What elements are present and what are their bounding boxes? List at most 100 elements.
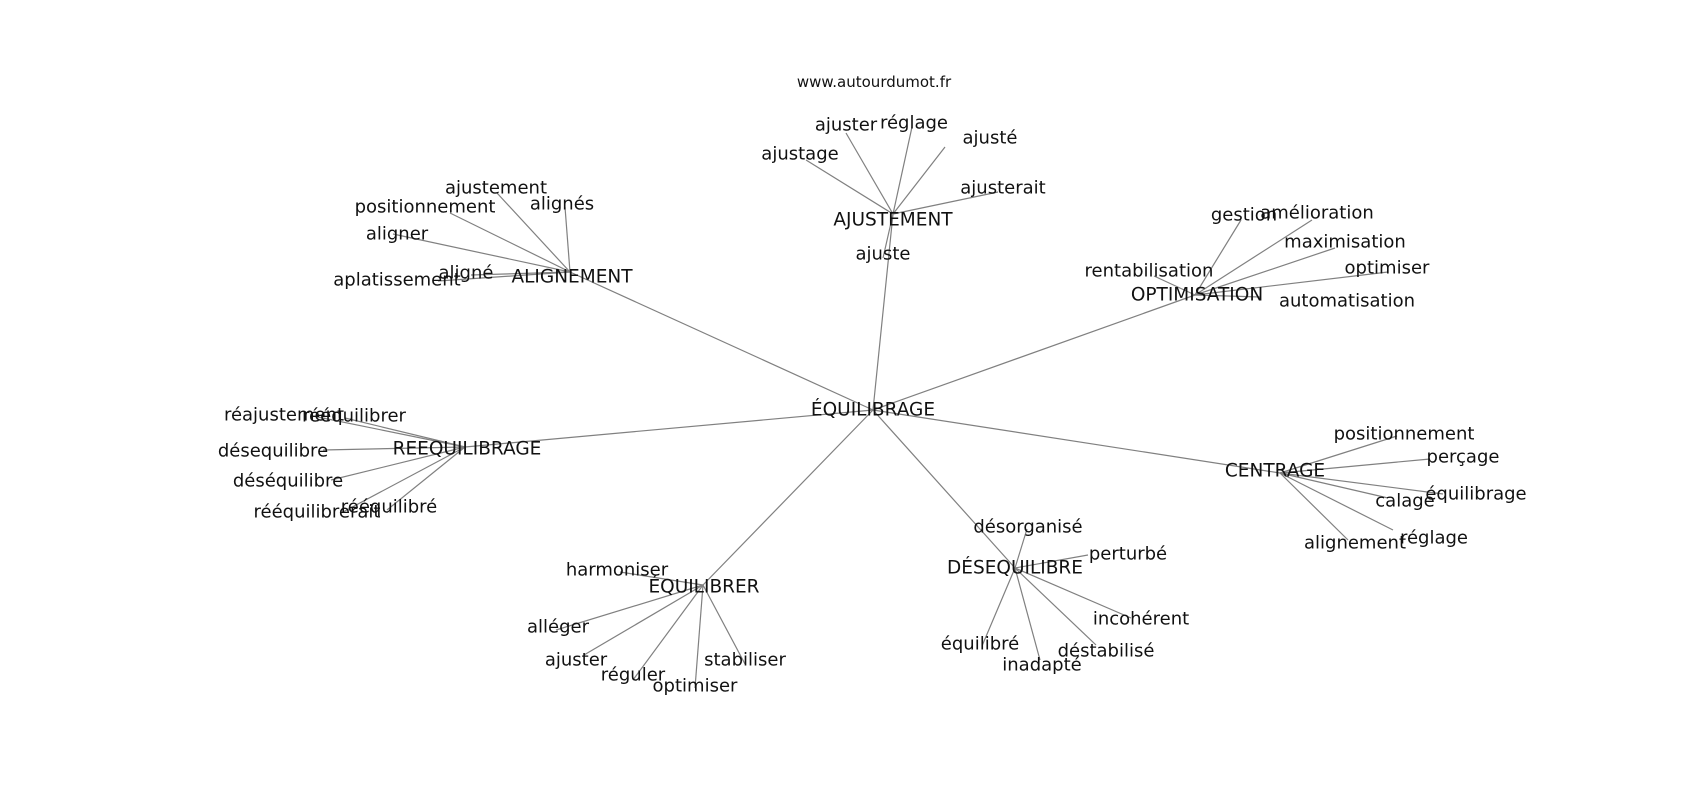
word-edge (619, 571, 704, 586)
word-edge (981, 567, 1016, 647)
word-node: ajuster (545, 650, 608, 671)
word-edge (1194, 247, 1336, 296)
word-edge (1279, 472, 1444, 495)
word-edge (344, 417, 466, 448)
word-node: réguler (601, 665, 666, 686)
word-edge (702, 584, 746, 665)
hub-edge (872, 294, 1196, 411)
word-node: rééquilibré (341, 497, 438, 518)
word-node: inadapté (1002, 655, 1081, 676)
word-node: calage (1375, 491, 1434, 512)
word-edge (1279, 435, 1398, 474)
hub-edge (872, 213, 894, 411)
word-node: déstabilisé (1058, 641, 1155, 662)
word-edge (564, 206, 571, 273)
word-node: rééquilibrer (302, 406, 406, 427)
hub-node: CENTRAGE (1225, 461, 1325, 482)
word-node: aligné (439, 263, 494, 284)
hub-node: REEQUILIBRAGE (393, 439, 542, 460)
word-node: ajustage (761, 144, 838, 165)
word-node: ajusté (963, 128, 1018, 149)
word-edge (1153, 275, 1196, 296)
graph-labels: www.autourdumot.fr ÉQUILIBRAGE ajustage a… (218, 73, 1527, 697)
hub-edge (569, 271, 874, 411)
source-watermark: www.autourdumot.fr (797, 73, 952, 91)
word-node: rééquilibrerait (254, 502, 381, 523)
word-node: maximisation (1284, 232, 1406, 253)
word-edge (437, 271, 571, 282)
word-edge (449, 212, 571, 273)
word-edge (1194, 219, 1313, 296)
word-node: optimiser (653, 676, 738, 697)
hub-node: ALIGNEMENT (511, 267, 633, 288)
word-node: réajustement (224, 405, 344, 426)
word-edge (342, 446, 466, 513)
word-node: alignés (530, 194, 594, 215)
word-edge (892, 146, 946, 215)
word-node: réglage (1400, 528, 1468, 549)
word-edge (312, 415, 466, 448)
word-edge (694, 584, 704, 689)
word-node: rentabilisation (1085, 261, 1214, 282)
word-edge (1014, 567, 1041, 661)
word-node: équilibrage (1425, 484, 1526, 505)
word-edge (496, 192, 571, 273)
word-edge (1014, 528, 1028, 569)
hub-node: AJUSTEMENT (833, 210, 953, 231)
word-edge (1194, 271, 1389, 296)
center-node: ÉQUILIBRAGE (811, 399, 935, 421)
word-node: déséquilibre (233, 471, 343, 492)
word-edge (1194, 294, 1261, 298)
word-edge (1279, 472, 1349, 541)
word-node: perçage (1427, 447, 1500, 468)
word-node: automatisation (1279, 291, 1415, 312)
word-edge (1014, 567, 1132, 619)
hub-node: DÉSEQUILIBRE (947, 557, 1083, 579)
word-node: ajustement (445, 178, 547, 199)
word-node: aplatissement (333, 270, 460, 291)
word-node: gestion (1211, 205, 1277, 226)
word-node: ajuste (856, 244, 911, 265)
word-edge (805, 159, 894, 215)
word-node: stabiliser (704, 650, 786, 671)
word-node: amélioration (1260, 203, 1374, 224)
hub-edge (872, 409, 1016, 569)
hub-edge (872, 409, 1281, 474)
hub-edge (464, 409, 874, 448)
word-edge (1014, 567, 1097, 646)
graph-edges (312, 126, 1444, 689)
hub-node: ÉQUILIBRER (648, 576, 759, 598)
word-edge (322, 446, 466, 451)
word-node: ajuster (815, 115, 878, 136)
word-edge (892, 191, 999, 215)
word-node: désorganisé (973, 517, 1082, 538)
word-edge (583, 584, 704, 656)
word-edge (392, 233, 571, 273)
word-edge (1014, 554, 1089, 569)
word-node: incohérent (1093, 609, 1189, 630)
hub-node: OPTIMISATION (1131, 285, 1263, 306)
word-node: harmoniser (566, 560, 669, 581)
word-edge (330, 446, 466, 481)
word-edge (555, 584, 704, 631)
hub-edge (702, 409, 874, 586)
word-node: alignement (1304, 533, 1406, 554)
word-edge (882, 213, 894, 259)
word-node: positionnement (1334, 424, 1475, 445)
word-node: aligner (366, 224, 429, 245)
word-node: optimiser (1345, 258, 1430, 279)
word-node: perturbé (1089, 544, 1167, 565)
word-node: alléger (527, 617, 590, 638)
word-edge (1279, 472, 1394, 531)
word-node: désequilibre (218, 441, 328, 462)
word-edge (386, 446, 466, 511)
word-node: équilibré (941, 634, 1019, 655)
word-node: réglage (880, 113, 948, 134)
word-edge (1279, 458, 1431, 474)
word-edge (1194, 219, 1242, 296)
word-edge (892, 126, 913, 215)
word-edge (632, 584, 704, 681)
word-node: ajusterait (960, 178, 1045, 199)
word-edge (845, 132, 894, 215)
